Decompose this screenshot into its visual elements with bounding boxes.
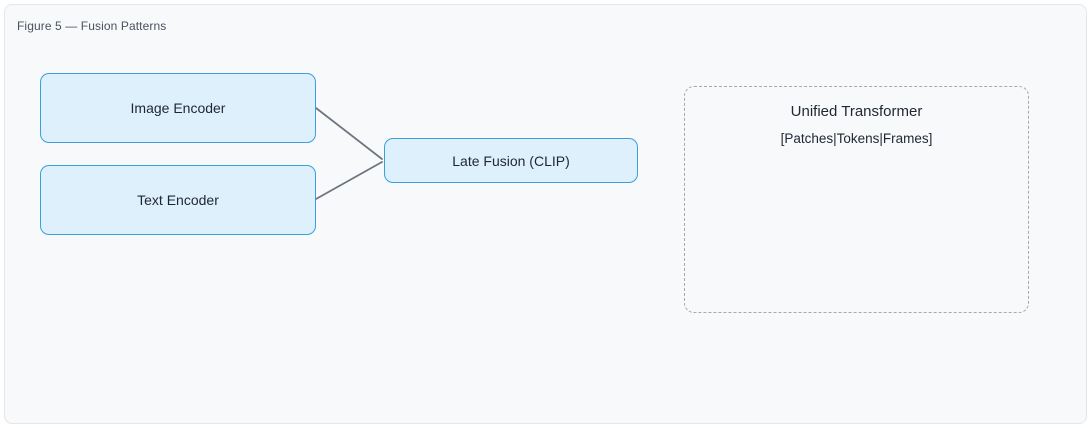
unified-transformer-title: Unified Transformer [790,103,923,120]
node-image-encoder-label: Image Encoder [130,100,226,116]
node-unified-transformer[interactable]: Unified Transformer [Patches|Tokens|Fram… [684,86,1029,313]
node-late-fusion[interactable]: Late Fusion (CLIP) [384,138,638,183]
figure-title: Figure 5 — Fusion Patterns [17,19,167,33]
unified-transformer-subtitle: [Patches|Tokens|Frames] [780,131,933,146]
node-image-encoder[interactable]: Image Encoder [40,73,316,143]
node-late-fusion-label: Late Fusion (CLIP) [452,152,570,169]
node-text-encoder-label: Text Encoder [137,192,219,208]
node-text-encoder[interactable]: Text Encoder [40,165,316,235]
edge-image-encoder-to-late-fusion [315,107,383,160]
edge-text-encoder-to-late-fusion [315,161,383,200]
figure-panel: Figure 5 — Fusion Patterns Image Encoder… [4,4,1087,424]
